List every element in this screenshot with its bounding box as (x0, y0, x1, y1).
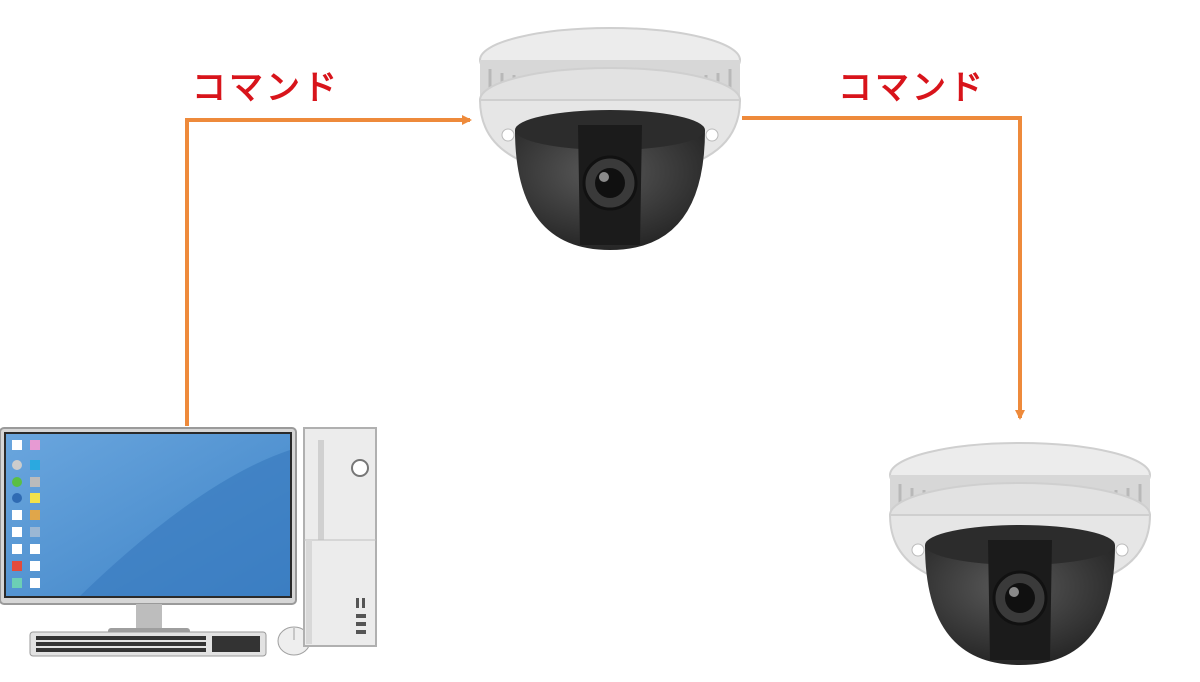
command-label-left: コマンド (192, 68, 340, 108)
dome-camera-icon (478, 27, 742, 250)
desktop-computer-icon (0, 427, 377, 657)
arrow-computer-to-camera (185, 115, 472, 426)
dome-camera-icon (888, 442, 1152, 665)
arrow-camera-to-camera (742, 116, 1025, 420)
command-label-right: コマンド (838, 68, 986, 108)
